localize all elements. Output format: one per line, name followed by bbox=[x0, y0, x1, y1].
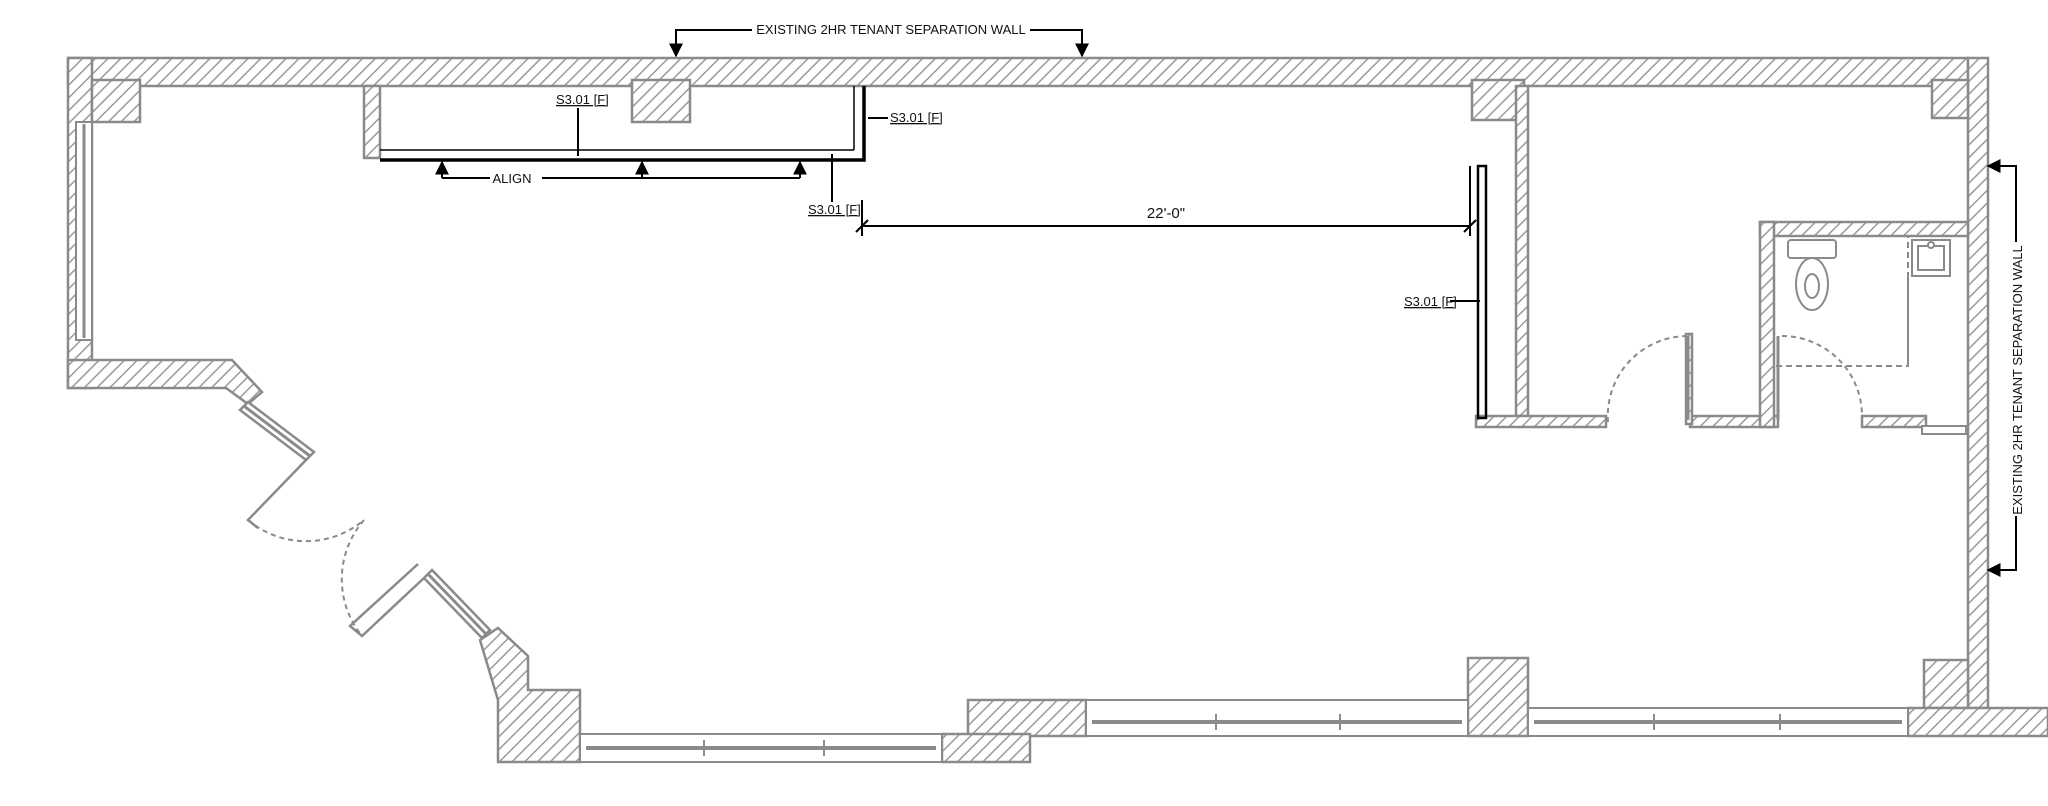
partition-bottom-3 bbox=[1860, 414, 1928, 429]
top-wall-leader-left bbox=[669, 29, 752, 58]
right-wall bbox=[1966, 56, 1990, 710]
reference-tag-4: S3.01 [F] bbox=[1404, 294, 1457, 309]
column-bottom bbox=[1466, 656, 1530, 738]
window-bottom-2 bbox=[1085, 699, 1469, 737]
right-wall-leader-top bbox=[1986, 159, 2017, 242]
top-wall-label: EXISTING 2HR TENANT SEPARATION WALL bbox=[756, 22, 1025, 37]
annotations bbox=[435, 29, 2017, 577]
new-wall-alcove bbox=[380, 86, 866, 162]
corner-block-bottom-right bbox=[1922, 658, 1970, 710]
bottom-wall-mid bbox=[966, 698, 1088, 738]
reference-tag-1: S3.01 [F] bbox=[556, 92, 609, 107]
column-1 bbox=[630, 78, 692, 124]
angled-wall-left bbox=[66, 358, 264, 406]
door-swing-2 bbox=[340, 519, 365, 637]
bottom-wall-step bbox=[940, 732, 1032, 764]
toilet-tank-icon bbox=[1787, 239, 1837, 259]
door-swing-restroom bbox=[1781, 335, 1863, 417]
corner-block-top-left bbox=[90, 78, 142, 124]
storefront-windows bbox=[75, 121, 1909, 763]
entry-wall-upper bbox=[246, 459, 307, 529]
reference-tag-3: S3.01 [F] bbox=[808, 202, 861, 217]
existing-walls bbox=[66, 56, 2048, 764]
partition-vertical bbox=[1514, 84, 1530, 418]
right-wall-label: EXISTING 2HR TENANT SEPARATION WALL bbox=[2010, 245, 2025, 514]
bottom-left-block bbox=[478, 626, 582, 764]
restroom-clearance bbox=[1773, 235, 1909, 367]
new-walls bbox=[380, 86, 1488, 420]
top-wall-leader-right bbox=[1030, 29, 1089, 58]
angled-entry bbox=[238, 400, 492, 640]
door-swing-1 bbox=[247, 519, 365, 543]
right-wall-leader-bottom bbox=[1986, 516, 2017, 577]
align-label: ALIGN bbox=[492, 171, 531, 186]
dimension-label: 22'-0" bbox=[1147, 205, 1185, 222]
wall-stub bbox=[1921, 425, 1967, 435]
door-swing-office bbox=[1606, 334, 1689, 423]
corner-block-top-right bbox=[1930, 78, 1970, 120]
partition-bottom-1 bbox=[1474, 414, 1608, 429]
entry-wall-lower bbox=[348, 563, 425, 638]
new-wall-partition bbox=[1476, 164, 1488, 420]
alcove-wall-left bbox=[362, 84, 382, 160]
restroom-wall-top bbox=[1758, 220, 1970, 238]
top-wall bbox=[66, 56, 1970, 88]
restroom-wall-left bbox=[1758, 220, 1776, 429]
restroom bbox=[1606, 235, 1967, 435]
bottom-wall-right bbox=[1906, 706, 2048, 738]
reference-tag-2: S3.01 [F] bbox=[890, 110, 943, 125]
